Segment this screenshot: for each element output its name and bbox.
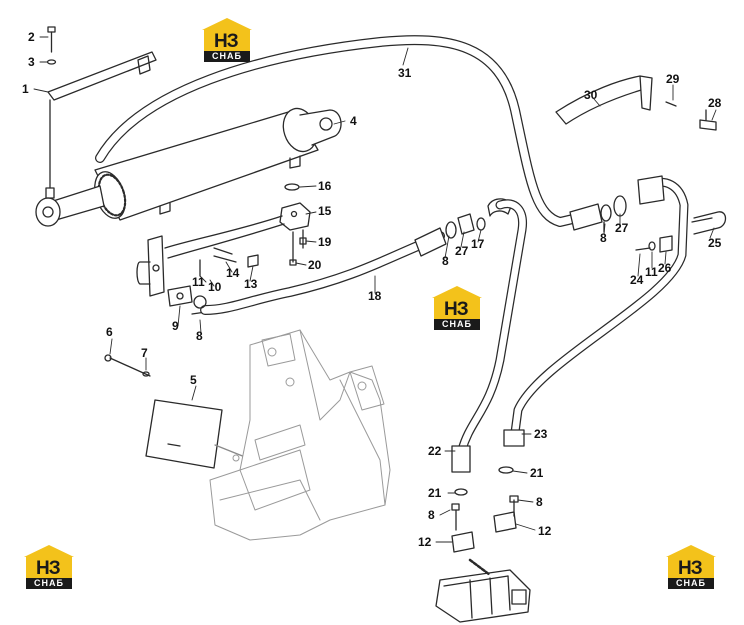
hydraulic-cylinder-4 — [35, 107, 342, 227]
logo-mark: НЗ — [678, 558, 703, 579]
hose-18 — [193, 227, 447, 315]
callout-25: 25 — [708, 236, 722, 250]
logo-text: CHAБ — [26, 578, 72, 589]
callout-27: 27 — [615, 221, 629, 235]
callout-26: 26 — [658, 261, 672, 275]
logo-text: CHAБ — [204, 51, 250, 62]
block-15 — [164, 183, 311, 266]
fittings-12-21-8-lower — [451, 466, 519, 553]
bolt-2 — [47, 26, 56, 53]
callout-13: 13 — [244, 277, 258, 291]
logo-mark: НЗ — [214, 31, 239, 52]
callout-10: 10 — [208, 280, 222, 294]
washer-16 — [284, 183, 300, 191]
hose-31 — [95, 35, 595, 227]
callout-30: 30 — [584, 88, 598, 102]
callout-18: 18 — [368, 289, 382, 303]
callout-4: 4 — [350, 114, 357, 128]
callout-3: 3 — [28, 55, 35, 69]
logo-text: CHAБ — [668, 578, 714, 589]
callout-31: 31 — [398, 66, 412, 80]
callout-12: 12 — [418, 535, 432, 549]
fittings-8-27-17 — [445, 198, 513, 239]
callout-24: 24 — [630, 273, 644, 287]
callout-14: 14 — [226, 266, 240, 280]
callout-6: 6 — [106, 325, 113, 339]
brand-logo-bottom-left: НЗ CHAБ — [22, 545, 76, 589]
brand-logo-middle: НЗ CHAБ — [430, 286, 484, 330]
callout-27: 27 — [455, 244, 469, 258]
pipe-23 — [503, 175, 689, 447]
callout-5: 5 — [190, 373, 197, 387]
callout-21: 21 — [428, 486, 442, 500]
callout-23: 23 — [534, 427, 548, 441]
callout-8: 8 — [428, 508, 435, 522]
bracket-1 — [45, 51, 157, 199]
callout-22: 22 — [428, 444, 442, 458]
clamp-25 — [691, 211, 727, 235]
pipe-22 — [451, 199, 528, 473]
logo-text: CHAБ — [434, 319, 480, 330]
bolt-20 — [289, 259, 297, 266]
callout-1: 1 — [22, 82, 29, 96]
fasteners-24-11-26 — [635, 235, 673, 253]
callout-16: 16 — [318, 179, 332, 193]
callout-11: 11 — [192, 275, 205, 289]
callout-29: 29 — [666, 72, 680, 86]
callout-8: 8 — [196, 329, 203, 343]
callout-8: 8 — [442, 254, 449, 268]
callout-28: 28 — [708, 96, 722, 110]
logo-mark: НЗ — [36, 558, 61, 579]
callout-12: 12 — [538, 524, 552, 538]
callout-7: 7 — [141, 346, 148, 360]
logo-mark: НЗ — [444, 299, 469, 320]
valve-bracket — [136, 235, 259, 315]
loader-frame — [209, 329, 391, 541]
callout-8: 8 — [600, 231, 607, 245]
leader-lines — [33, 36, 717, 543]
callout-2: 2 — [28, 30, 35, 44]
guard-30 — [555, 75, 717, 131]
callout-21: 21 — [530, 466, 544, 480]
control-valve — [435, 558, 531, 623]
fittings-8-27-upper — [569, 195, 627, 233]
washer-3 — [46, 59, 57, 65]
brand-logo-bottom-right: НЗ CHAБ — [664, 545, 718, 589]
callout-19: 19 — [318, 235, 332, 249]
callout-17: 17 — [471, 237, 485, 251]
callout-8: 8 — [536, 495, 543, 509]
callout-11: 11 — [645, 265, 658, 279]
callout-20: 20 — [308, 258, 322, 272]
callout-9: 9 — [172, 319, 179, 333]
plate-5 — [104, 354, 266, 469]
callout-15: 15 — [318, 204, 332, 218]
brand-logo-top: НЗ CHAБ — [200, 18, 254, 62]
